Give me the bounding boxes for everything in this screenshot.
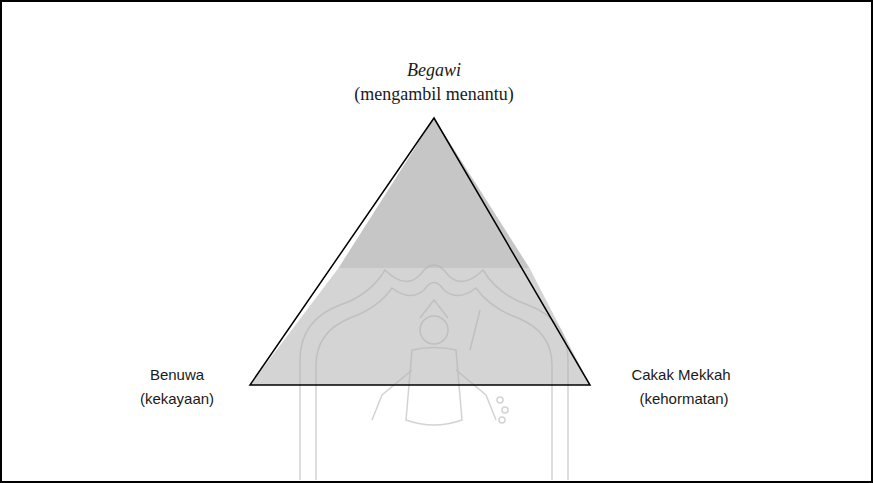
vertex-title: Begawi xyxy=(407,60,461,82)
vertex-title: Cakak Mekkah xyxy=(631,366,730,384)
vertex-title: Benuwa xyxy=(150,366,204,384)
vertex-subtitle: (kehormatan) xyxy=(639,390,728,408)
vertex-subtitle: (mengambil menantu) xyxy=(354,84,513,106)
vertex-subtitle: (kekayaan) xyxy=(140,390,214,408)
